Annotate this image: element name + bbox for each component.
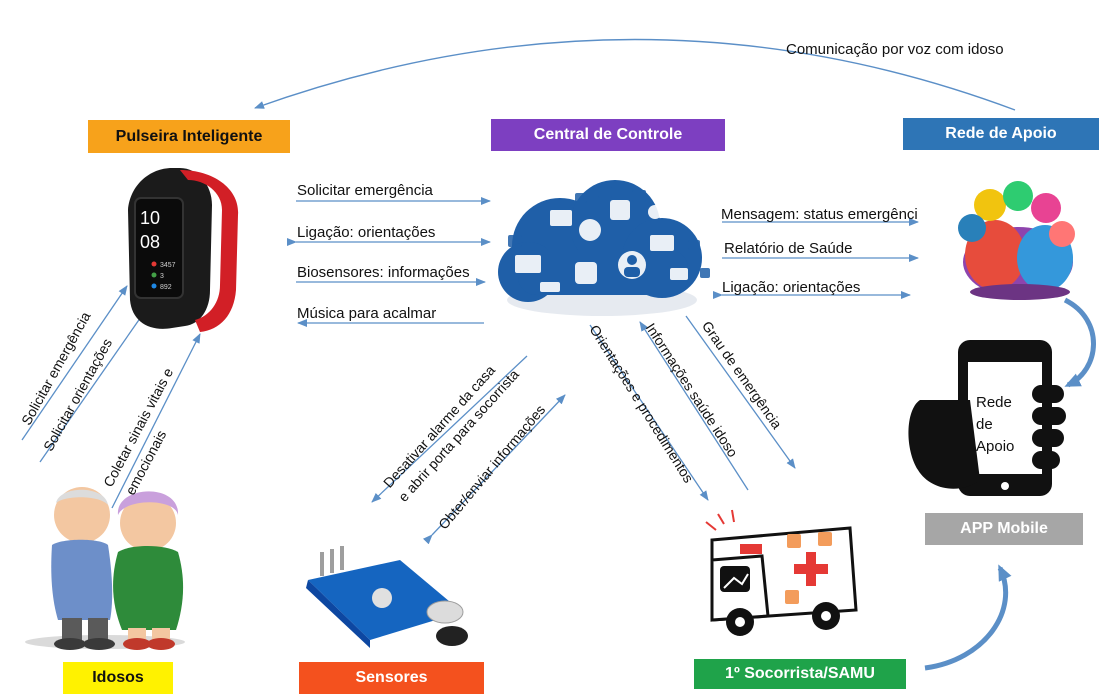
elderly-couple-icon <box>25 487 185 650</box>
phone-line-3: Apoio <box>976 438 1015 455</box>
svg-text:08: 08 <box>140 232 160 252</box>
svg-text:892: 892 <box>160 284 172 291</box>
arrow-v-orientacoes <box>589 324 709 501</box>
phone-line-1: Rede <box>976 394 1012 411</box>
arrow-rede-to-phone <box>1063 297 1096 388</box>
node-socorrista-samu: 1º Socorrista/SAMU <box>694 659 906 689</box>
cloud-network-icon <box>498 180 710 316</box>
arrow-voice-communication <box>254 38 1016 111</box>
node-app-mobile: APP Mobile <box>925 513 1083 545</box>
arrow-v-obter <box>422 394 566 545</box>
arrow-v-solicitar-orientacoes <box>39 303 151 463</box>
label-musica: Música para acalmar <box>297 305 437 322</box>
label-ligacao-orientacoes-2: Ligação: orientações <box>722 279 861 296</box>
arrow-v-solicitar-emergencia <box>21 285 128 441</box>
arrow-v-coletar <box>111 333 201 509</box>
node-sensores: Sensores <box>299 662 484 694</box>
arrow-samu-to-app <box>924 564 1012 671</box>
sensor-module-icon <box>306 546 468 648</box>
label-mensagem: Mensagem: status emergênci <box>721 206 918 223</box>
label-biosensores: Biosensores: informações <box>297 264 470 281</box>
phone-icon <box>908 340 1066 496</box>
smart-bracelet-icon: 10 08 3457 3 892 <box>128 168 239 332</box>
node-rede-de-apoio: Rede de Apoio <box>903 118 1099 150</box>
svg-text:3: 3 <box>160 273 164 280</box>
label-relatorio: Relatório de Saúde <box>724 240 853 257</box>
node-pulseira-inteligente: Pulseira Inteligente <box>88 120 290 153</box>
svg-text:10: 10 <box>140 208 160 228</box>
ambulance-icon <box>705 509 858 636</box>
svg-text:3457: 3457 <box>160 262 176 269</box>
phone-line-2: de <box>976 416 993 433</box>
phone-screen-text: Rede de Apoio <box>976 392 1014 458</box>
node-idosos: Idosos <box>63 662 173 694</box>
support-network-icon <box>958 181 1075 300</box>
arrow-v-grau <box>685 315 796 469</box>
label-voz: Comunicação por voz com idoso <box>786 41 1004 58</box>
arrow-v-informacoes <box>639 321 749 491</box>
node-central-de-controle: Central de Controle <box>491 119 725 151</box>
label-ligacao-orientacoes-1: Ligação: orientações <box>297 224 436 241</box>
label-solicitar-emergencia: Solicitar emergência <box>297 182 433 199</box>
